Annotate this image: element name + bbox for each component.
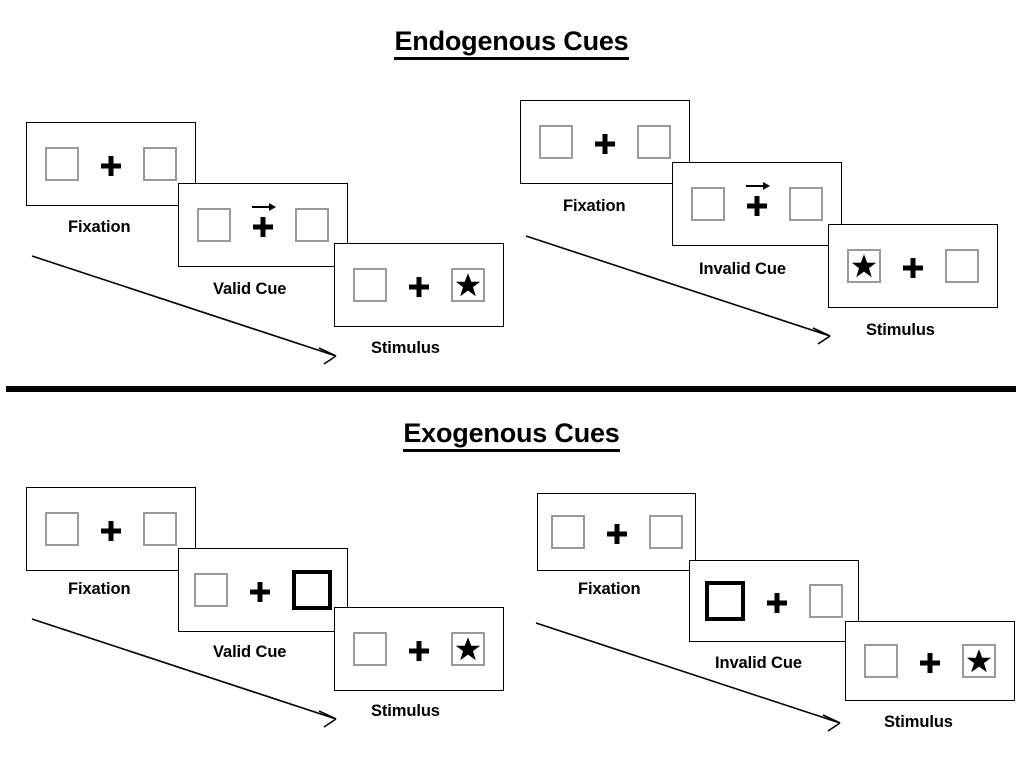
section-divider: [6, 386, 1016, 392]
fixation-plus: [101, 518, 121, 541]
fixation-plus: [595, 131, 615, 154]
left-box: [864, 644, 898, 678]
right-box: [143, 512, 177, 546]
panel-content: [538, 494, 695, 570]
star-icon: [851, 254, 877, 278]
flow-arrow-exogenous-invalid: [535, 622, 841, 732]
panel-exogenous-valid-fixation: [26, 487, 196, 571]
left-box: [194, 573, 228, 607]
label-exogenous-invalid-fixation: Fixation: [578, 580, 641, 598]
left-box: [45, 512, 79, 546]
plus-icon: [253, 217, 273, 237]
plus-icon: [250, 582, 270, 602]
panel-content: [829, 225, 997, 307]
plus-icon: [409, 277, 429, 297]
fixation-plus: [409, 274, 429, 297]
label-exogenous-valid-fixation: Fixation: [68, 580, 131, 598]
label-endogenous-valid-cue: Valid Cue: [213, 280, 287, 298]
label-endogenous-invalid-cue: Invalid Cue: [699, 260, 786, 278]
star-icon: [455, 273, 481, 297]
fixation-plus: [250, 579, 270, 602]
label-exogenous-invalid-cue: Invalid Cue: [715, 654, 802, 672]
right-box: [789, 187, 823, 221]
left-box: [353, 268, 387, 302]
right-box-target: [451, 268, 485, 302]
label-exogenous-valid-cue: Valid Cue: [213, 643, 287, 661]
plus-icon: [767, 593, 787, 613]
panel-endogenous-valid-fixation: [26, 122, 196, 206]
plus-icon: [101, 521, 121, 541]
plus-icon: [409, 641, 429, 661]
right-box-target: [962, 644, 996, 678]
label-exogenous-valid-stimulus: Stimulus: [371, 702, 440, 720]
fixation-plus: [920, 650, 940, 673]
section-title-endogenous: Endogenous Cues: [0, 26, 1023, 60]
panel-content: [179, 184, 347, 266]
label-endogenous-valid-stimulus: Stimulus: [371, 339, 440, 357]
left-box: [45, 147, 79, 181]
panel-endogenous-invalid-fixation: [520, 100, 690, 184]
panel-content: [521, 101, 689, 183]
panel-endogenous-invalid-stimulus: [828, 224, 998, 308]
fixation-plus: [903, 255, 923, 278]
label-endogenous-valid-fixation: Fixation: [68, 218, 131, 236]
panel-exogenous-invalid-stimulus: [845, 621, 1015, 701]
right-box: [648, 515, 683, 549]
left-box: [197, 208, 231, 242]
panel-endogenous-invalid-cue: [672, 162, 842, 246]
left-box: [550, 515, 585, 549]
panel-endogenous-valid-cue: [178, 183, 348, 267]
arrow-right-cue-icon: [746, 182, 770, 190]
right-box: [295, 208, 329, 242]
left-box: [691, 187, 725, 221]
panel-exogenous-valid-cue: [178, 548, 348, 632]
panel-content: [673, 163, 841, 245]
panel-content: [846, 622, 1014, 700]
plus-icon: [920, 653, 940, 673]
right-box-target: [451, 632, 485, 666]
right-box: [637, 125, 671, 159]
right-box-cued: [292, 570, 332, 610]
plus-icon: [747, 196, 767, 216]
section-title-exogenous-text: Exogenous Cues: [403, 418, 620, 452]
panel-content: [335, 608, 503, 690]
panel-content: [27, 488, 195, 570]
flow-arrow-endogenous-invalid: [525, 235, 831, 345]
left-box: [539, 125, 573, 159]
section-title-exogenous: Exogenous Cues: [0, 418, 1023, 452]
fixation-plus-with-cue: [746, 182, 770, 216]
flow-arrow-exogenous-valid: [31, 618, 337, 728]
fixation-plus: [409, 638, 429, 661]
plus-icon: [101, 156, 121, 176]
left-box: [353, 632, 387, 666]
arrow-right-cue-icon: [252, 203, 276, 211]
label-endogenous-invalid-fixation: Fixation: [563, 197, 626, 215]
fixation-plus-with-cue: [252, 203, 276, 237]
left-box-target: [847, 249, 881, 283]
plus-icon: [606, 524, 627, 544]
panel-content: [179, 549, 347, 631]
right-box: [809, 584, 843, 618]
panel-endogenous-valid-stimulus: [334, 243, 504, 327]
star-icon: [455, 637, 481, 661]
right-box: [143, 147, 177, 181]
label-exogenous-invalid-stimulus: Stimulus: [884, 713, 953, 731]
left-box-cued: [705, 581, 745, 621]
plus-icon: [595, 134, 615, 154]
fixation-plus: [767, 590, 787, 613]
fixation-plus: [606, 521, 627, 544]
star-icon: [966, 649, 992, 673]
label-endogenous-invalid-stimulus: Stimulus: [866, 321, 935, 339]
flow-arrow-endogenous-valid: [31, 255, 337, 365]
right-box: [945, 249, 979, 283]
panel-exogenous-invalid-fixation: [537, 493, 696, 571]
section-title-endogenous-text: Endogenous Cues: [394, 26, 629, 60]
panel-exogenous-valid-stimulus: [334, 607, 504, 691]
panel-content: [690, 561, 858, 641]
fixation-plus: [101, 153, 121, 176]
panel-exogenous-invalid-cue: [689, 560, 859, 642]
panel-content: [27, 123, 195, 205]
plus-icon: [903, 258, 923, 278]
panel-content: [335, 244, 503, 326]
